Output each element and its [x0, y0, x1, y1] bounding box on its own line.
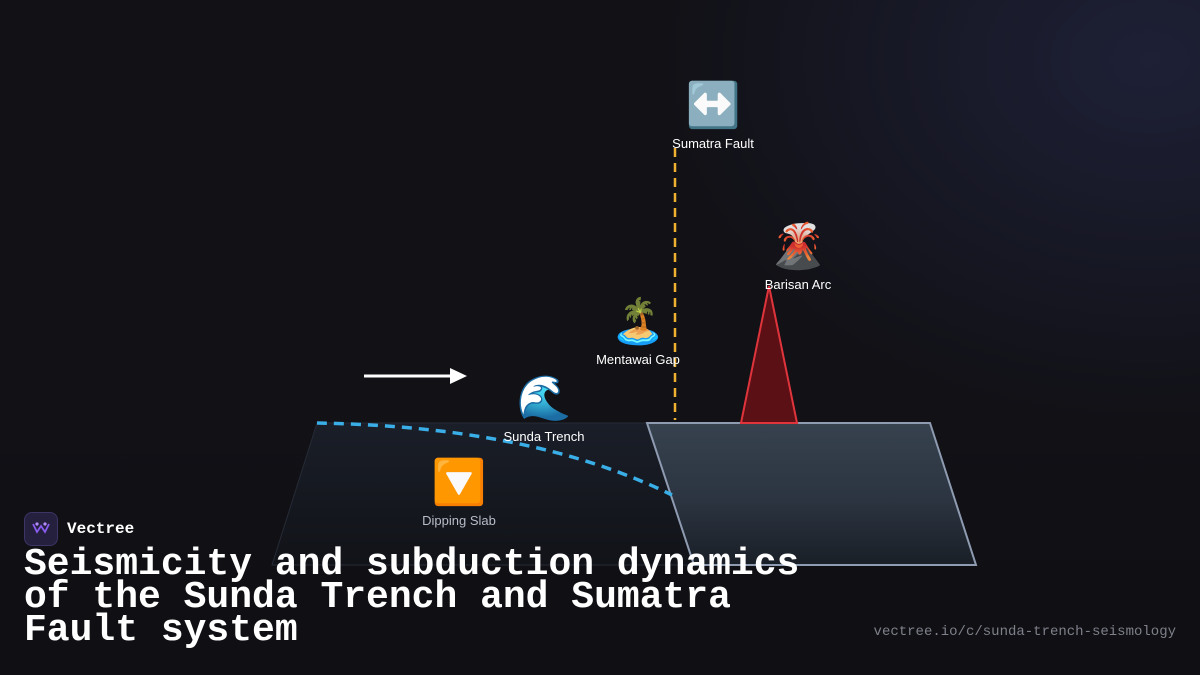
- down-triangle-icon: 🔽: [431, 458, 487, 507]
- slab-curve: [316, 421, 673, 497]
- dipping-slab-label: Dipping Slab: [422, 513, 496, 528]
- brand-name: Vectree: [67, 520, 135, 538]
- wave-icon: 🌊: [516, 374, 572, 423]
- mentawai-gap-node: 🏝️ Mentawai Gap: [578, 297, 698, 368]
- volcano-icon: 🌋: [770, 222, 826, 271]
- plate-motion-arrowhead: [450, 368, 467, 384]
- sumatra-fault-node: ↔️ Sumatra Fault: [653, 81, 773, 152]
- sunda-trench-node: 🌊 Sunda Trench: [484, 374, 604, 445]
- mentawai-gap-label: Mentawai Gap: [596, 352, 680, 367]
- overriding-plate: [645, 422, 978, 566]
- sumatra-fault-label: Sumatra Fault: [672, 136, 754, 151]
- barisan-arc-node: 🌋 Barisan Arc: [738, 222, 858, 293]
- page-title: Seismicity and subduction dynamics of th…: [24, 543, 800, 652]
- dipping-slab-node: 🔽 Dipping Slab: [399, 458, 519, 529]
- island-icon: 🏝️: [610, 297, 666, 346]
- left-right-arrow-icon: ↔️: [685, 81, 741, 130]
- vectree-logo-icon: [24, 512, 58, 546]
- source-url[interactable]: vectree.io/c/sunda-trench-seismology: [873, 624, 1176, 640]
- sunda-trench-label: Sunda Trench: [503, 429, 585, 444]
- barisan-arc-label: Barisan Arc: [764, 277, 832, 292]
- brand[interactable]: Vectree: [24, 512, 134, 546]
- barisan-volcano: [739, 285, 799, 424]
